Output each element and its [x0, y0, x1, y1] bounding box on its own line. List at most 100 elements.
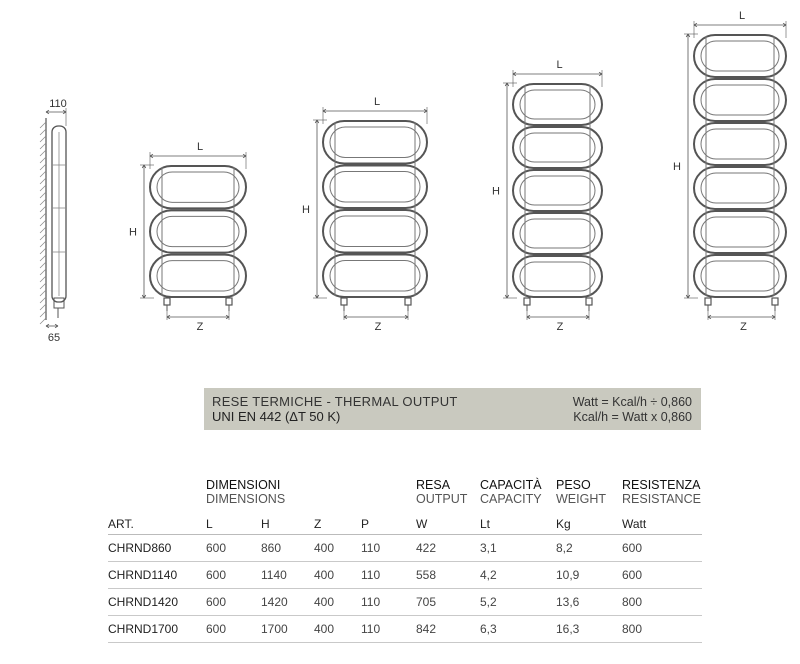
centres-label-z: Z	[557, 321, 564, 333]
wall-hatch	[39, 261, 47, 269]
radiator-loop-outer	[512, 126, 603, 169]
cell-z: 400	[314, 615, 361, 643]
dimension-arrow	[314, 119, 320, 124]
height-label-h: H	[492, 186, 500, 198]
wall-hatch	[39, 128, 47, 136]
wall-hatch	[39, 198, 47, 206]
radiator-loop-inner	[329, 171, 421, 203]
header-capacity: CAPACITÀ CAPACITY	[480, 478, 542, 506]
radiator-loop-inner	[700, 40, 780, 72]
cell-weight: 16,3	[556, 615, 622, 643]
radiator-loop-outer	[149, 209, 247, 254]
centres-label-z: Z	[375, 321, 382, 333]
col-art: ART.	[108, 509, 206, 535]
radiator-loop-inner	[700, 260, 780, 292]
header-dimensions: DIMENSIONI DIMENSIONS	[206, 478, 286, 506]
valve	[704, 297, 712, 306]
dimension-arrow	[693, 22, 698, 28]
wall-hatch	[39, 310, 47, 318]
dimension-arrow	[149, 153, 154, 159]
cell-l: 600	[206, 615, 261, 643]
cell-z: 400	[314, 561, 361, 589]
col-output-unit: W	[416, 509, 480, 535]
radiator-loop-inner	[519, 218, 596, 249]
dimension-arrow	[45, 109, 50, 115]
height-label-h: H	[673, 161, 681, 173]
radiator-loop-inner	[700, 172, 780, 204]
cell-resistance: 600	[622, 534, 702, 562]
cell-z: 400	[314, 588, 361, 616]
dimension-arrow	[685, 294, 691, 299]
table-row: CHRND1700 600 1700 400 110 842 6,3 16,3 …	[108, 615, 702, 643]
group-header-row: DIMENSIONI DIMENSIONS RESA OUTPUT CAPACI…	[108, 476, 702, 509]
cell-resistance: 800	[622, 588, 702, 616]
dimension-arrow	[54, 323, 59, 329]
cell-h: 860	[261, 534, 314, 562]
table-row: CHRND1420 600 1420 400 110 705 5,2 13,6 …	[108, 588, 702, 616]
dimension-arrow	[423, 108, 428, 114]
wall-hatch	[39, 149, 47, 157]
valve	[771, 297, 779, 306]
dimension-arrow	[585, 314, 590, 320]
col-capacity-unit: Lt	[480, 509, 556, 535]
dimension-arrow	[526, 314, 531, 320]
cell-art: CHRND860	[108, 534, 206, 562]
wall-hatch	[39, 317, 47, 325]
wall-hatch	[39, 156, 47, 164]
dimension-arrow	[314, 294, 320, 299]
radiator-loop-outer	[693, 34, 787, 78]
radiator-loop-inner	[156, 260, 240, 292]
dimension-arrow	[62, 109, 67, 115]
dimension-arrow	[322, 108, 327, 114]
radiator-front-view-chrnd1420: LHZ	[492, 59, 603, 333]
cell-p: 110	[361, 534, 416, 562]
header-output: RESA OUTPUT	[416, 478, 468, 506]
radiator-loop-outer	[149, 165, 247, 210]
table-row: CHRND1140 600 1140 400 110 558 4,2 10,9 …	[108, 561, 702, 589]
radiator-loop-inner	[329, 126, 421, 158]
radiator-loop-outer	[512, 212, 603, 255]
radiator-loop-outer	[512, 255, 603, 298]
wall-hatch	[39, 240, 47, 248]
cell-weight: 10,9	[556, 561, 622, 589]
valve	[585, 297, 593, 306]
wall-hatch	[39, 163, 47, 171]
radiator-loop-outer	[512, 169, 603, 212]
radiator-loop-inner	[519, 132, 596, 163]
wall-hatch	[39, 303, 47, 311]
thermal-output-band	[204, 388, 701, 430]
wall-hatch	[39, 296, 47, 304]
radiator-loop-outer	[693, 254, 787, 298]
radiator-loop-inner	[700, 128, 780, 160]
radiator-loop-inner	[519, 89, 596, 120]
radiator-loop-outer	[693, 166, 787, 210]
cell-weight: 8,2	[556, 534, 622, 562]
cell-h: 1420	[261, 588, 314, 616]
cell-h: 1700	[261, 615, 314, 643]
width-label-l: L	[374, 96, 380, 108]
cell-art: CHRND1140	[108, 561, 206, 589]
dimension-arrow	[598, 71, 603, 77]
radiator-loop-inner	[329, 260, 421, 292]
header-resistance: RESISTENZA RESISTANCE	[622, 478, 701, 506]
dimension-arrow	[242, 153, 247, 159]
specifications-table-wrap: DIMENSIONI DIMENSIONS RESA OUTPUT CAPACI…	[108, 476, 702, 643]
cell-l: 600	[206, 588, 261, 616]
centres-label-z: Z	[197, 321, 204, 333]
thermal-standard: UNI EN 442 (ΔT 50 K)	[212, 409, 341, 424]
wall-hatch	[39, 212, 47, 220]
valve	[163, 297, 171, 306]
dimension-arrow	[45, 323, 50, 329]
radiator-side-profile	[51, 125, 67, 303]
radiator-front-view-chrnd1140: LHZ	[302, 96, 428, 333]
cell-p: 110	[361, 615, 416, 643]
radiator-loop-outer	[512, 83, 603, 126]
dimension-arrow	[512, 71, 517, 77]
width-label-l: L	[739, 10, 745, 22]
cell-p: 110	[361, 588, 416, 616]
wall-hatch	[39, 233, 47, 241]
cell-resistance: 800	[622, 615, 702, 643]
col-l: L	[206, 509, 261, 535]
